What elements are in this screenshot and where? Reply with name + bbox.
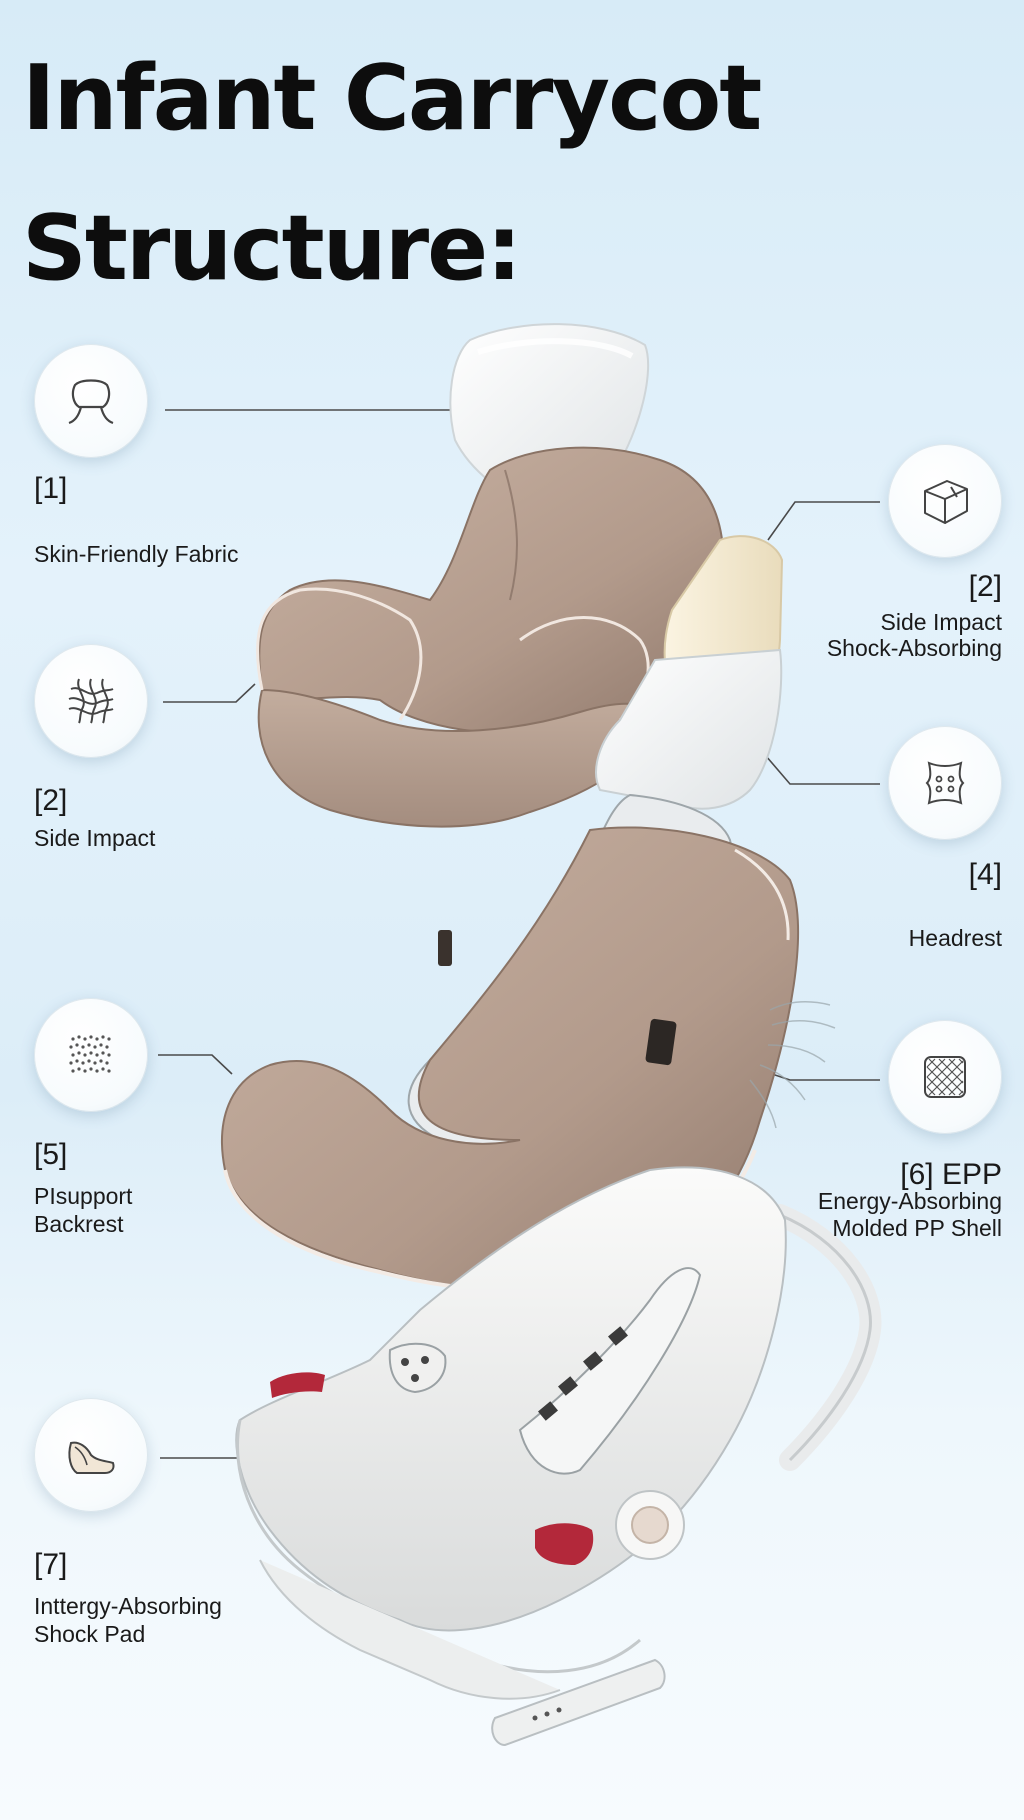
seat-pad-icon: [68, 1441, 115, 1474]
fabric-cover-part: [256, 446, 725, 828]
leader-line-4: [753, 741, 880, 785]
box-icon: [924, 480, 968, 524]
headrest-icon: [68, 379, 114, 425]
grid-pad-icon: [924, 1056, 966, 1098]
page-title: Infant Carrycot Structure:: [22, 24, 782, 324]
component-5-label-line-2: Backrest: [34, 1211, 124, 1237]
leader-line-6: [759, 1069, 880, 1081]
component-2b-label-line-2: Shock-Absorbing: [826, 635, 1002, 661]
component-5-number: [5]: [34, 1138, 68, 1171]
backrest-insert-icon: [925, 761, 965, 805]
side-impact-shell-part: [595, 648, 783, 810]
base-clip-part: [491, 1658, 666, 1747]
airflow-lines: [749, 1000, 836, 1129]
component-6-number: [6] EPP: [900, 1158, 1002, 1191]
title-line-1: Infant Carrycot: [22, 46, 762, 151]
component-1-label: Skin-Friendly Fabric: [34, 541, 239, 567]
component-6-label-line-1: Energy-Absorbing: [817, 1188, 1002, 1214]
woven-fabric-icon: [68, 678, 114, 724]
component-2-number: [2]: [34, 784, 68, 817]
component-4-label: Headrest: [908, 925, 1002, 951]
component-4-number: [4]: [968, 858, 1002, 891]
component-7-badge: [34, 1398, 148, 1512]
mesh-texture-icon: [69, 1035, 111, 1073]
component-1-number: [1]: [34, 472, 68, 505]
component-5-badge: [34, 998, 148, 1112]
component-4-badge: [888, 726, 1002, 840]
component-2b-label-line-1: Side Impact: [880, 609, 1002, 635]
component-2-label: Side Impact: [34, 825, 156, 851]
leader-line-5: [158, 1054, 233, 1075]
title-line-2: Structure:: [22, 196, 522, 301]
component-2-badge: [34, 644, 148, 758]
carrier-shell-part: [235, 1166, 882, 1700]
leader-line-2b: [767, 501, 880, 541]
component-7-label-line-1: Inttergy-Absorbing: [34, 1593, 222, 1619]
component-5-label-line-1: PIsupport: [34, 1183, 133, 1209]
component-6-label-line-2: Molded PP Shell: [832, 1215, 1002, 1241]
component-7-label-line-2: Shock Pad: [34, 1621, 146, 1647]
component-7-number: [7]: [34, 1548, 68, 1581]
component-2b-number: [2]: [968, 570, 1002, 603]
component-2b-badge: [888, 444, 1002, 558]
leader-line-2: [163, 683, 256, 703]
component-1-badge: [34, 344, 148, 458]
component-6-badge: [888, 1020, 1002, 1134]
